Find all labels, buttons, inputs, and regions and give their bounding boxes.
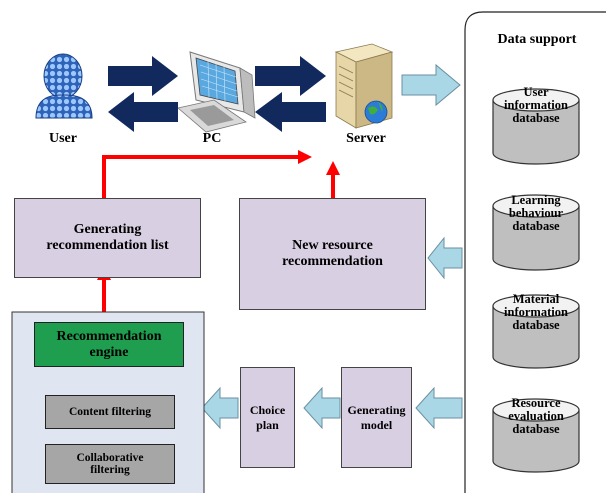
cylinder-user-info [492,88,580,165]
cylinder-resource-eval [492,398,580,473]
arrow-data-to-new-resource [427,236,463,280]
dark-arrows [108,56,326,132]
cylinder-learning-behaviour [492,194,580,271]
arrow-data-to-model [415,386,463,430]
content-filtering-label: Content filtering [68,406,152,418]
generating-list-label: Generating recommendation list [46,222,169,253]
choice-plan-box: Choice plan [240,367,295,468]
data-support-title: Data support [497,32,577,47]
red-arrowhead-list [298,150,312,164]
collaborative-filtering-box: Collaborative filtering [45,444,175,484]
cylinder-material-info [492,294,580,369]
pc-icon [177,51,256,133]
new-resource-label: New resource recommendation [282,238,383,269]
arrow-server-to-data [401,63,461,107]
arrow-user-to-pc [108,56,178,96]
red-arrowhead-new [326,161,340,175]
choice-plan-label: Choice plan [249,402,286,432]
db-material-info-label: Material information database [504,292,568,332]
arrow-plan-to-engine [201,386,239,430]
server-icon [334,43,394,129]
database-cylinders [492,88,580,473]
generating-list-box: Generating recommendation list [14,198,201,278]
arrow-server-to-pc [255,92,326,132]
new-resource-box: New resource recommendation [239,198,426,310]
light-arrows [201,63,463,430]
collaborative-filtering-label: Collaborative filtering [76,452,144,476]
arrow-pc-to-server [255,56,326,96]
generating-model-box: Generating model [341,367,412,468]
red-arrows [102,155,335,312]
user-label: User [49,131,77,146]
user-icon [35,53,93,119]
pc-label: PC [202,131,222,146]
server-label: Server [346,131,386,146]
arrow-pc-to-user [108,92,178,132]
engine-label: Recommendation engine [56,328,162,360]
engine-box: Recommendation engine [34,322,184,367]
arrow-model-to-plan [303,386,341,430]
content-filtering-box: Content filtering [45,395,175,429]
db-resource-eval-label: Resource evaluation database [508,396,564,436]
db-learning-behaviour-label: Learning behaviour database [508,193,564,233]
generating-model-label: Generating model [347,402,406,432]
db-user-info-label: User information database [504,85,568,125]
